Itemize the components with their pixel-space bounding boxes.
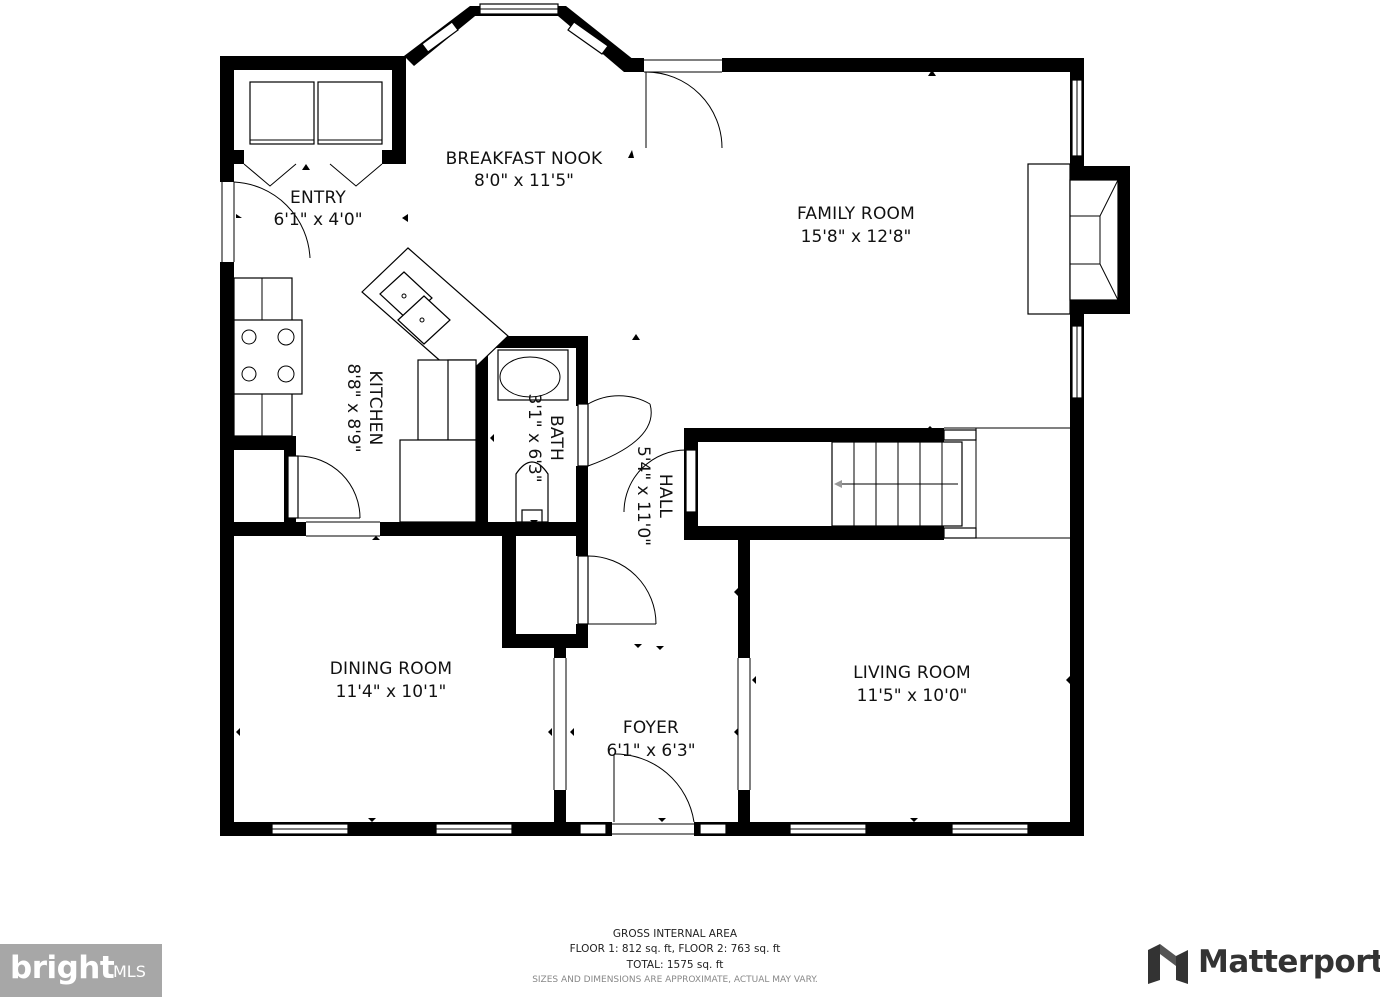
bay-windows bbox=[421, 3, 609, 55]
matterport-logo-text: Matterport bbox=[1198, 944, 1380, 980]
room-name: FAMILY ROOM bbox=[797, 204, 915, 224]
room-name: LIVING ROOM bbox=[853, 663, 971, 683]
room-dimensions: 5'4" x 11'0" bbox=[633, 446, 653, 546]
view-markers bbox=[236, 70, 1070, 822]
room-dining-room: DINING ROOM 11'4" x 10'1" bbox=[330, 659, 453, 702]
matterport-icon bbox=[1148, 944, 1188, 984]
gross-area-title: GROSS INTERNAL AREA bbox=[612, 928, 738, 940]
bright-logo-text: bright bbox=[10, 950, 115, 986]
room-dimensions: 8'8" x 8'9" bbox=[343, 363, 363, 452]
matterport-logo: Matterport bbox=[1146, 942, 1380, 986]
room-breakfast-nook: BREAKFAST NOOK 8'0" x 11'5" bbox=[446, 149, 603, 191]
room-dimensions: 11'4" x 10'1" bbox=[336, 682, 447, 702]
doors bbox=[233, 71, 723, 823]
room-dimensions: 11'5" x 10'0" bbox=[857, 686, 968, 706]
room-name: BATH bbox=[546, 415, 566, 461]
room-name: DINING ROOM bbox=[330, 659, 453, 679]
room-family-room: FAMILY ROOM 15'8" x 12'8" bbox=[797, 204, 915, 247]
room-living-room: LIVING ROOM 11'5" x 10'0" bbox=[853, 663, 971, 706]
exterior-openings bbox=[220, 58, 1083, 836]
room-kitchen: KITCHEN 8'8" x 8'9" bbox=[343, 363, 385, 452]
mls-logo-text: MLS bbox=[113, 962, 146, 981]
room-name: HALL bbox=[655, 474, 675, 518]
floor-areas: FLOOR 1: 812 sq. ft, FLOOR 2: 763 sq. ft bbox=[569, 943, 781, 955]
room-dimensions: 3'1" x 6'3" bbox=[524, 393, 544, 482]
room-dimensions: 6'1" x 6'3" bbox=[606, 741, 695, 761]
disclaimer: SIZES AND DIMENSIONS ARE APPROXIMATE, AC… bbox=[532, 975, 818, 985]
room-name: KITCHEN bbox=[365, 370, 385, 445]
room-name: BREAKFAST NOOK bbox=[446, 149, 603, 169]
room-dimensions: 15'8" x 12'8" bbox=[801, 227, 912, 247]
room-dimensions: 6'1" x 4'0" bbox=[273, 210, 362, 230]
total-area: TOTAL: 1575 sq. ft bbox=[626, 959, 724, 971]
room-name: FOYER bbox=[623, 718, 679, 738]
open-boundaries bbox=[306, 427, 1070, 790]
fixtures bbox=[233, 81, 1130, 527]
room-foyer: FOYER 6'1" x 6'3" bbox=[606, 718, 695, 761]
room-labels: BREAKFAST NOOK 8'0" x 11'5" ENTRY 6'1" x… bbox=[273, 149, 971, 761]
room-dimensions: 8'0" x 11'5" bbox=[474, 171, 574, 191]
room-hall: HALL 5'4" x 11'0" bbox=[633, 446, 675, 546]
room-bath: BATH 3'1" x 6'3" bbox=[524, 393, 566, 482]
bright-mls-logo: bright MLS bbox=[0, 944, 162, 997]
room-entry: ENTRY 6'1" x 4'0" bbox=[273, 188, 362, 230]
room-name: ENTRY bbox=[290, 188, 346, 208]
